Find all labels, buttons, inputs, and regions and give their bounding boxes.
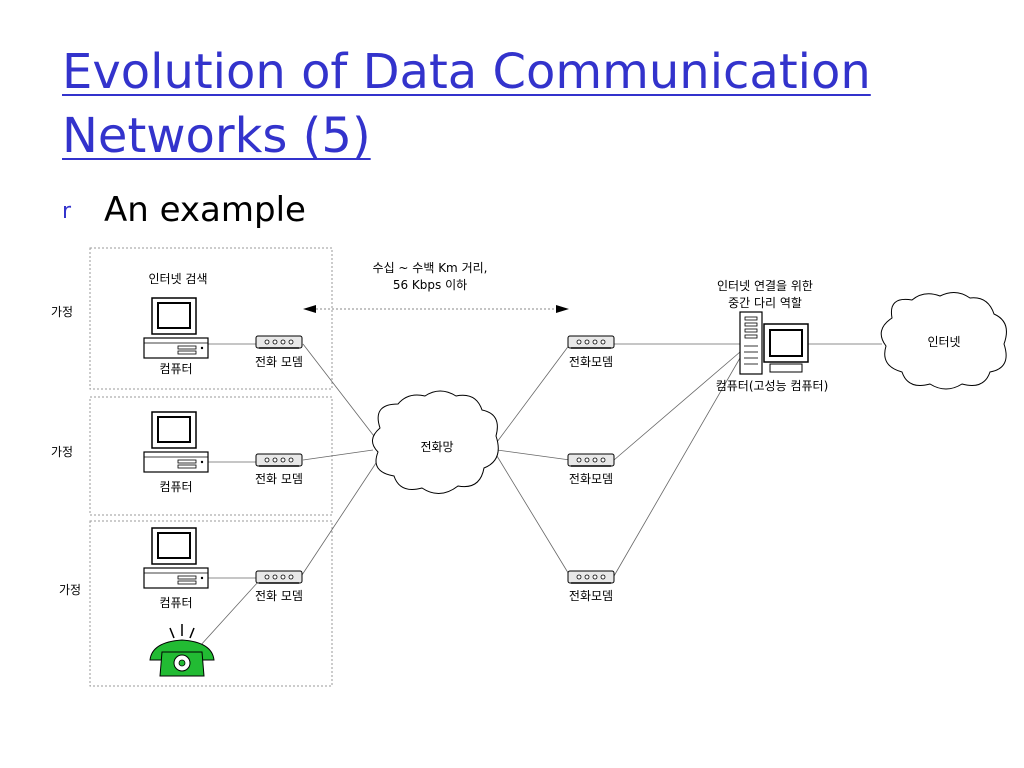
- modem-icon: [567, 335, 615, 349]
- telephone-icon: [149, 624, 215, 677]
- phone-network-label: 전화망: [420, 440, 453, 454]
- bullet-marker: r: [62, 199, 72, 224]
- distance-note-line-2: 56 Kbps 이하: [393, 278, 467, 292]
- bullet-text: An example: [104, 190, 306, 230]
- server-note-line-1: 인터넷 연결을 위한: [717, 279, 813, 293]
- double-arrow-icon: [303, 305, 569, 313]
- modem-icon: [255, 570, 303, 584]
- home-label: 가정: [59, 583, 81, 597]
- modem-icon: [567, 570, 615, 584]
- computer-label: 컴퓨터: [159, 596, 192, 610]
- modem-label: 전화 모뎀: [255, 355, 303, 369]
- desktop-computer-icon: [143, 527, 209, 589]
- server-modem-label: 전화모뎀: [569, 355, 613, 369]
- modem-icon: [255, 453, 303, 467]
- server-modem-label: 전화모뎀: [569, 472, 613, 486]
- distance-note-line-1: 수십 ~ 수백 Km 거리,: [373, 261, 488, 275]
- home-label: 가정: [51, 305, 73, 319]
- server-note-line-2: 중간 다리 역할: [728, 296, 802, 310]
- cloud-icon: [372, 390, 499, 494]
- search-label: 인터넷 검색: [148, 272, 207, 286]
- server-tower-icon: [739, 311, 809, 375]
- modem-label: 전화 모뎀: [255, 472, 303, 486]
- modem-icon: [567, 453, 615, 467]
- desktop-computer-icon: [143, 297, 209, 359]
- slide-title: Evolution of Data Communication Networks…: [62, 44, 871, 164]
- modem-icon: [255, 335, 303, 349]
- computer-label: 컴퓨터: [159, 480, 192, 494]
- computer-label: 컴퓨터: [159, 362, 192, 376]
- home-label: 가정: [51, 445, 73, 459]
- home-box: [89, 247, 333, 390]
- cloud-icon: [880, 292, 1007, 390]
- desktop-computer-icon: [143, 411, 209, 473]
- connection-lines: [189, 343, 882, 658]
- server-label: 컴퓨터(고성능 컴퓨터): [716, 379, 829, 393]
- modem-label: 전화 모뎀: [255, 589, 303, 603]
- home-box: [89, 520, 333, 687]
- internet-label: 인터넷: [927, 335, 960, 349]
- server-modem-label: 전화모뎀: [569, 589, 613, 603]
